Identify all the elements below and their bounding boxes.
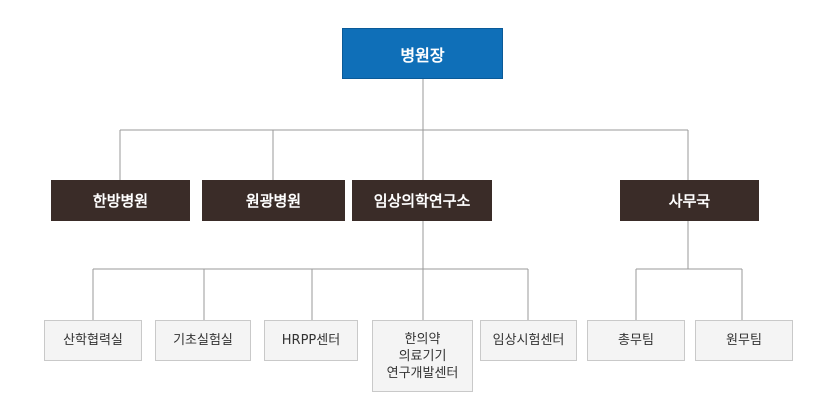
unit-industry-academic-cooperation: 산학협력실	[44, 320, 142, 361]
division-label: 한방병원	[92, 192, 149, 210]
division-label: 원광병원	[245, 192, 302, 210]
team-patient-affairs: 원무팀	[695, 320, 793, 361]
team-general-affairs: 총무팀	[587, 320, 685, 361]
division-wonkwang-hospital: 원광병원	[202, 180, 345, 221]
unit-label: HRPP센터	[281, 333, 341, 348]
unit-clinical-trial-center: 임상시험센터	[480, 320, 577, 361]
team-label: 총무팀	[618, 333, 654, 348]
unit-medical-device-rnd-center: 한의약 의료기기 연구개발센터	[372, 320, 473, 392]
unit-label: 산학협력실	[63, 333, 123, 348]
team-label: 원무팀	[726, 333, 762, 348]
division-administration-office: 사무국	[620, 180, 759, 221]
unit-label: 한의약 의료기기 연구개발센터	[386, 331, 459, 381]
division-hanbang-hospital: 한방병원	[51, 180, 190, 221]
unit-basic-laboratory: 기초실험실	[155, 320, 251, 361]
division-label: 사무국	[668, 192, 711, 210]
unit-hrpp-center: HRPP센터	[264, 320, 358, 361]
root-label: 병원장	[400, 45, 445, 65]
unit-label: 기초실험실	[173, 333, 233, 348]
unit-label: 임상시험센터	[492, 333, 565, 348]
division-clinical-research-institute: 임상의학연구소	[352, 180, 492, 221]
root-node-director: 병원장	[342, 28, 503, 79]
division-label: 임상의학연구소	[373, 192, 471, 210]
